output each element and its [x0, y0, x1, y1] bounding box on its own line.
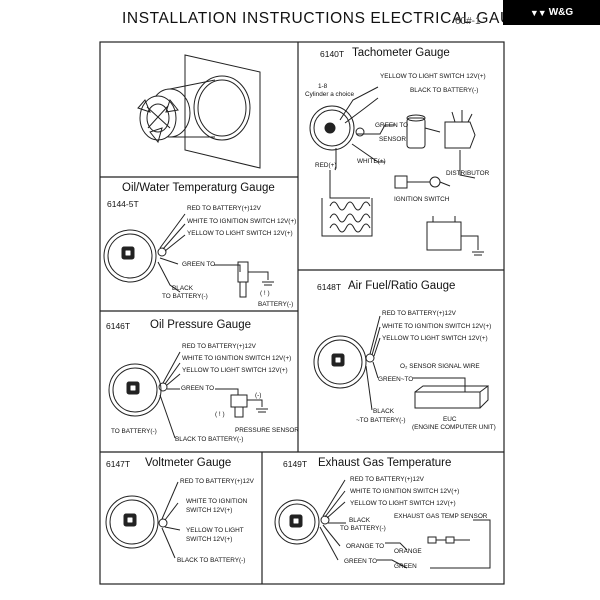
- brand-name: W&G: [548, 7, 574, 18]
- outer-frame: [99, 41, 505, 585]
- afr-white-label: WHITE TO IGNITION SWITCH 12V(+): [382, 323, 492, 330]
- volt-black-label: BLACK TO BATTERY(-): [177, 557, 246, 564]
- egt-red-label: RED TO BATTERY(+)12V: [350, 476, 424, 483]
- egt-green-label: GREEN TO: [344, 558, 378, 565]
- page-title: INSTALLATION INSTRUCTIONS ELECTRICAL GAU…: [122, 10, 536, 27]
- afr-black-label: BLACK: [373, 408, 394, 415]
- tach-distributor-label: DISTRIBUTOR: [446, 170, 490, 177]
- afr-code: 6148T: [317, 282, 342, 292]
- volt-white-label: WHITE TO IGNITION: [186, 498, 248, 505]
- water-black-label: BLACK: [172, 285, 193, 292]
- volt-code: 6147T: [106, 459, 131, 469]
- tach-code: 6140T: [320, 49, 345, 59]
- egt-code: 6149T: [283, 459, 308, 469]
- oil-diagram: [108, 351, 268, 439]
- afr-euc-sub-label: (ENGINE COMPUTER UNIT): [412, 424, 496, 431]
- egt-sensor-label: EXHAUST GAS TEMP SENSOR: [394, 513, 488, 520]
- tach-title: Tachometer Gauge: [352, 47, 450, 59]
- tach-green-label: GREEN TO: [375, 122, 409, 129]
- oil-white-label: WHITE TO IGNITION SWITCH 12V(+): [182, 355, 292, 362]
- egt-yellow-label: YELLOW TO LIGHT SWITCH 12V(+): [350, 500, 456, 507]
- egt-black-to-label: TO BATTERY(-): [340, 525, 386, 532]
- egt-title: Exhaust Gas Temperature: [318, 457, 452, 469]
- egt-white-label: WHITE TO IGNITION SWITCH 12V(+): [350, 488, 460, 495]
- water-battery-label: BATTERY(-): [258, 301, 294, 308]
- afr-black-to-label: ~TO BATTERY(-): [356, 417, 406, 424]
- water-title: Oil/Water Temperaturg Gauge: [122, 182, 275, 194]
- afr-euc-label: EUC: [443, 416, 457, 423]
- brand-badge: ▼▼W&G: [503, 0, 600, 25]
- brand-logo-icon: ▼▼: [529, 7, 547, 18]
- tach-diagram: [309, 86, 484, 256]
- egt-black-label: BLACK: [349, 517, 370, 524]
- water-code: 6144-5T: [107, 199, 139, 209]
- egt-orange-wire-label: ORANGE: [394, 548, 422, 555]
- tach-white-label: WHITE(+): [357, 158, 386, 165]
- oil-symbol: ( ! ): [215, 411, 225, 418]
- oil-minus-symbol: (-): [255, 392, 262, 399]
- volt-yellow-label: YELLOW TO LIGHT: [186, 527, 244, 534]
- tach-sensor-label: SENSOR: [379, 136, 406, 143]
- afr-red-label: RED TO BATTERY(+)12V: [382, 310, 456, 317]
- water-symbol: ( ! ): [260, 290, 270, 297]
- volt-diagram: [105, 481, 181, 559]
- tach-cylinder-choice: Cylinder a choice: [305, 91, 355, 98]
- tach-cylinder-range: 1-8: [318, 83, 328, 90]
- oil-black-label: BLACK TO BATTERY(-): [175, 436, 244, 443]
- afr-green-label: GREEN~TO: [378, 376, 414, 383]
- oil-title: Oil Pressure Gauge: [150, 319, 251, 331]
- tach-red-label: RED(+): [315, 162, 337, 169]
- volt-white-sub-label: SWITCH 12V(+): [186, 507, 233, 514]
- afr-title: Air Fuel/Ratio Gauge: [348, 280, 456, 292]
- water-black-to-label: TO BATTERY(-): [162, 293, 208, 300]
- page-code: 60#-1: [455, 16, 481, 27]
- oil-red-label: RED TO BATTERY(+)12V: [182, 343, 256, 350]
- mounting-illustration: [137, 54, 261, 169]
- afr-o2-label: O₂ SENSOR SIGNAL WIRE: [400, 363, 480, 370]
- tach-black-label: BLACK TO BATTERY(-): [410, 87, 479, 94]
- egt-orange-label: ORANGE TO: [346, 543, 385, 550]
- water-red-label: RED TO BATTERY(+)12V: [187, 205, 261, 212]
- oil-battery-label: TO BATTERY(-): [111, 428, 157, 435]
- oil-green-label: GREEN TO: [181, 385, 215, 392]
- volt-red-label: RED TO BATTERY(+)12V: [180, 478, 254, 485]
- egt-diagram: [274, 479, 491, 569]
- oil-code: 6146T: [106, 321, 131, 331]
- oil-pressure-sensor-label: PRESSURE SENSOR: [235, 427, 299, 434]
- tach-ignition-label: IGNITION SWITCH: [394, 196, 450, 203]
- volt-yellow-sub-label: SWITCH 12V(+): [186, 536, 233, 543]
- afr-diagram: [313, 315, 489, 411]
- water-yellow-label: YELLOW TO LIGHT SWITCH 12V(+): [187, 230, 293, 237]
- water-diagram: [103, 213, 274, 298]
- water-green-label: GREEN TO: [182, 261, 216, 268]
- oil-yellow-label: YELLOW TO LIGHT SWITCH 12V(+): [182, 367, 288, 374]
- egt-green-wire-label: GREEN: [394, 563, 417, 570]
- water-white-label: WHITE TO IGNITION SWITCH 12V(+): [187, 218, 297, 225]
- volt-title: Voltmeter Gauge: [145, 457, 232, 469]
- afr-yellow-label: YELLOW TO LIGHT SWITCH 12V(+): [382, 335, 488, 342]
- tach-yellow-label: YELLOW TO LIGHT SWITCH 12V(+): [380, 73, 486, 80]
